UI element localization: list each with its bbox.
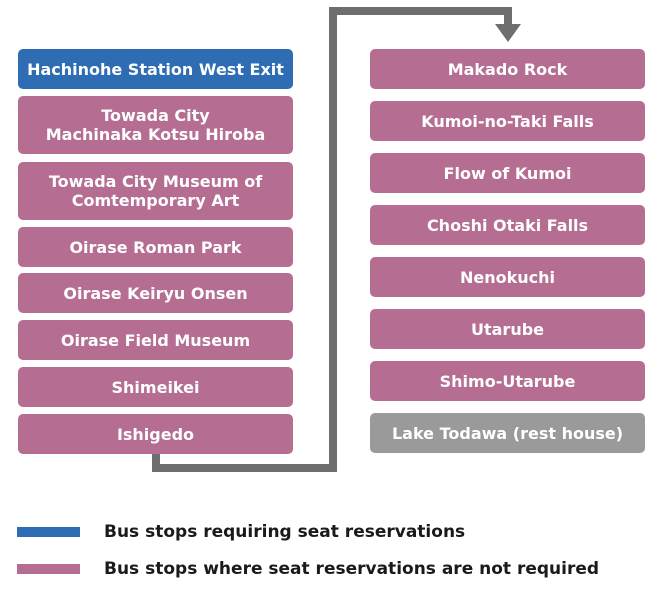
left-stop-6: Oirase Field Museum bbox=[18, 320, 293, 360]
right-stop-7: Shimo-Utarube bbox=[370, 361, 645, 401]
legend-label: Bus stops where seat reservations are no… bbox=[104, 559, 600, 579]
left-stop-3: Towada City Museum of Comtemporary Art bbox=[18, 162, 293, 220]
right-stop-6: Utarube bbox=[370, 309, 645, 349]
route-arrow-icon bbox=[495, 24, 521, 42]
right-stop-8: Lake Todawa (rest house) bbox=[370, 413, 645, 453]
left-stop-1: Hachinohe Station West Exit bbox=[18, 49, 293, 89]
legend-item-not-reserved: Bus stops where seat reservations are no… bbox=[17, 559, 599, 579]
legend-swatch-reserved bbox=[17, 527, 80, 537]
legend-item-reserved: Bus stops requiring seat reservations bbox=[17, 522, 465, 542]
route-connector-line bbox=[152, 7, 512, 472]
left-stop-2: Towada City Machinaka Kotsu Hiroba bbox=[18, 96, 293, 154]
right-stop-4: Choshi Otaki Falls bbox=[370, 205, 645, 245]
left-stop-7: Shimeikei bbox=[18, 367, 293, 407]
right-stop-5: Nenokuchi bbox=[370, 257, 645, 297]
legend-swatch-not-reserved bbox=[17, 564, 80, 574]
right-stop-1: Makado Rock bbox=[370, 49, 645, 89]
legend-label: Bus stops requiring seat reservations bbox=[104, 522, 466, 542]
right-stop-3: Flow of Kumoi bbox=[370, 153, 645, 193]
left-stop-5: Oirase Keiryu Onsen bbox=[18, 273, 293, 313]
right-stop-2: Kumoi-no-Taki Falls bbox=[370, 101, 645, 141]
left-stop-8: Ishigedo bbox=[18, 414, 293, 454]
left-stop-4: Oirase Roman Park bbox=[18, 227, 293, 267]
